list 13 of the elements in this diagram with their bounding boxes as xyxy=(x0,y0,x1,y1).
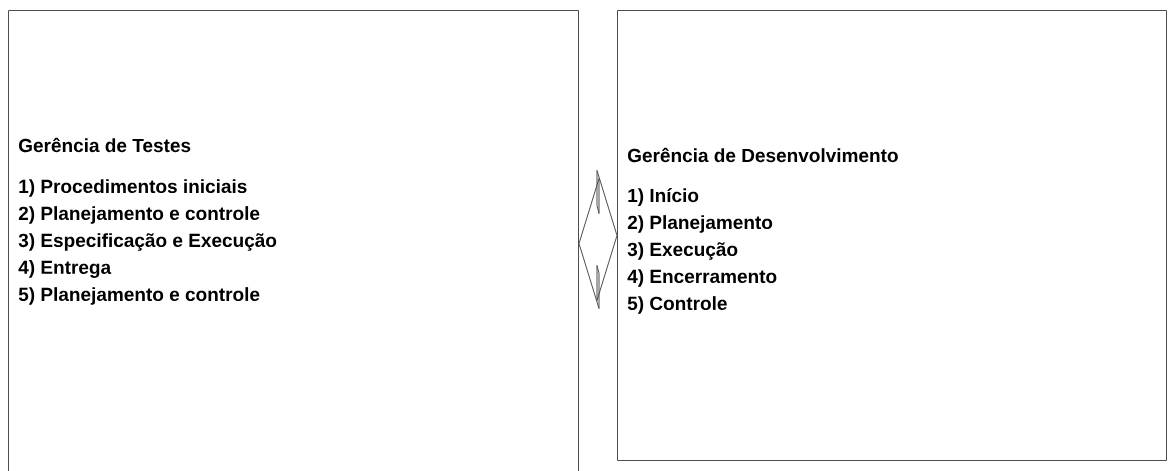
list-item: 2) Planejamento e controle xyxy=(18,206,260,224)
list-item: 2) Planejamento xyxy=(627,215,773,233)
list-item: 5) Planejamento e controle xyxy=(18,287,260,305)
double-arrow xyxy=(578,170,618,309)
list-item: 5) Controle xyxy=(627,296,727,314)
list-item: 4) Encerramento xyxy=(627,269,777,287)
list-item: 4) Entrega xyxy=(18,260,112,278)
box-heading: Gerência de Testes xyxy=(19,137,191,153)
list-item: 3) Especificação e Execução xyxy=(18,233,277,251)
list-item: 1) Procedimentos iniciais xyxy=(19,179,247,197)
list-item: 1) Início xyxy=(628,188,699,206)
box-heading: Gerência de Desenvolvimento xyxy=(628,147,898,163)
list-item: 3) Execução xyxy=(627,242,738,260)
